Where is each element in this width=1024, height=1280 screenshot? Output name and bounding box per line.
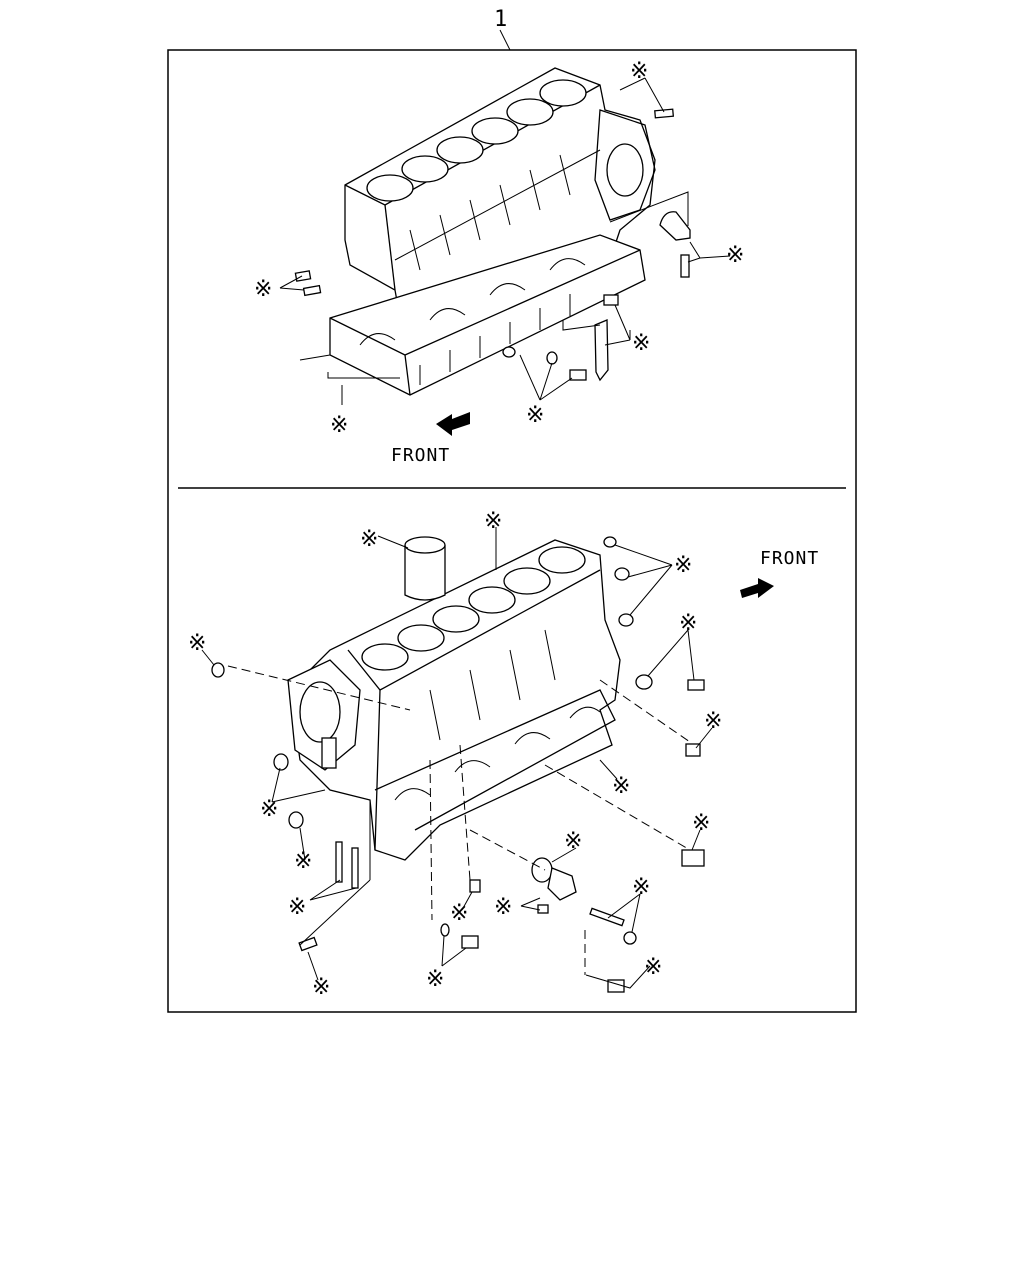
marker-asterisk: ※ <box>188 631 206 656</box>
bolt <box>680 254 690 278</box>
marker-asterisk: ※ <box>526 403 544 428</box>
marker-asterisk: ※ <box>630 59 648 84</box>
o-ring <box>440 923 450 937</box>
marker-asterisk: ※ <box>294 849 312 874</box>
marker-asterisk: ※ <box>312 975 330 1000</box>
marker-asterisk: ※ <box>426 967 444 992</box>
plug <box>273 753 289 771</box>
marker-asterisk: ※ <box>330 413 348 438</box>
front-arrow-icon <box>740 578 774 598</box>
pin <box>298 936 318 952</box>
cylinder-liner <box>404 536 446 601</box>
upper-front-label: FRONT <box>391 445 450 466</box>
cylinder-bores-lower <box>361 546 586 671</box>
dowel-pin <box>654 108 675 119</box>
marker-asterisk: ※ <box>254 277 272 302</box>
marker-asterisk: ※ <box>679 611 697 636</box>
marker-asterisk: ※ <box>632 331 650 356</box>
oil-pipe <box>659 211 691 241</box>
upper-fasteners <box>294 108 691 382</box>
long-bolt <box>351 847 359 889</box>
marker-asterisk: ※ <box>644 955 662 980</box>
plug <box>211 662 225 678</box>
marker-asterisk: ※ <box>484 509 502 534</box>
oil-jet <box>547 867 577 901</box>
dowel-pin <box>294 270 312 282</box>
upper-leaders <box>279 77 731 405</box>
bracket <box>321 737 337 769</box>
part-number-leader <box>499 29 511 51</box>
stud <box>589 907 625 927</box>
lower-front-label: FRONT <box>760 548 819 569</box>
lower-alignment-lines <box>227 665 691 975</box>
plug <box>618 613 634 627</box>
plug <box>635 674 653 690</box>
upper-view: ※ ※ ※ ※ ※ ※ FRONT <box>254 59 744 466</box>
front-arrow-icon <box>436 412 470 436</box>
marker-asterisk: ※ <box>632 875 650 900</box>
bolt <box>687 679 705 691</box>
lower-fasteners <box>211 536 705 993</box>
marker-asterisk: ※ <box>612 774 630 799</box>
bracket <box>594 319 609 382</box>
bolt <box>461 935 479 949</box>
part-number-label: 1 <box>494 7 507 32</box>
union <box>681 849 705 867</box>
plug <box>288 811 304 829</box>
lower-leaders <box>201 527 713 989</box>
marker-asterisk: ※ <box>260 797 278 822</box>
cylinder-block-upper <box>344 67 656 331</box>
nut <box>623 931 637 945</box>
marker-asterisk: ※ <box>704 709 722 734</box>
washer <box>546 351 558 365</box>
long-bolt <box>335 841 343 883</box>
marker-asterisk: ※ <box>288 895 306 920</box>
marker-asterisk: ※ <box>360 527 378 552</box>
lower-view: ※ ※ ※ ※ ※ ※ ※ ※ ※ ※ ※ ※ ※ ※ ※ ※ ※ ※ FRON… <box>188 509 819 1000</box>
dowel-pin <box>302 284 322 297</box>
marker-asterisk: ※ <box>564 829 582 854</box>
plug <box>603 536 617 548</box>
washer <box>502 346 516 358</box>
cylinder-bores-upper <box>366 79 587 202</box>
cylinder-block-lower <box>287 539 621 861</box>
bolt <box>569 369 587 381</box>
marker-asterisk: ※ <box>450 901 468 926</box>
bolt <box>603 294 619 306</box>
marker-asterisk: ※ <box>674 553 692 578</box>
gasket <box>531 857 553 883</box>
plug <box>614 567 630 581</box>
marker-asterisk: ※ <box>494 895 512 920</box>
marker-asterisk: ※ <box>726 243 744 268</box>
marker-asterisk: ※ <box>692 811 710 836</box>
diagram-frame <box>167 49 857 1013</box>
bolt <box>537 904 549 914</box>
plug <box>469 879 481 893</box>
